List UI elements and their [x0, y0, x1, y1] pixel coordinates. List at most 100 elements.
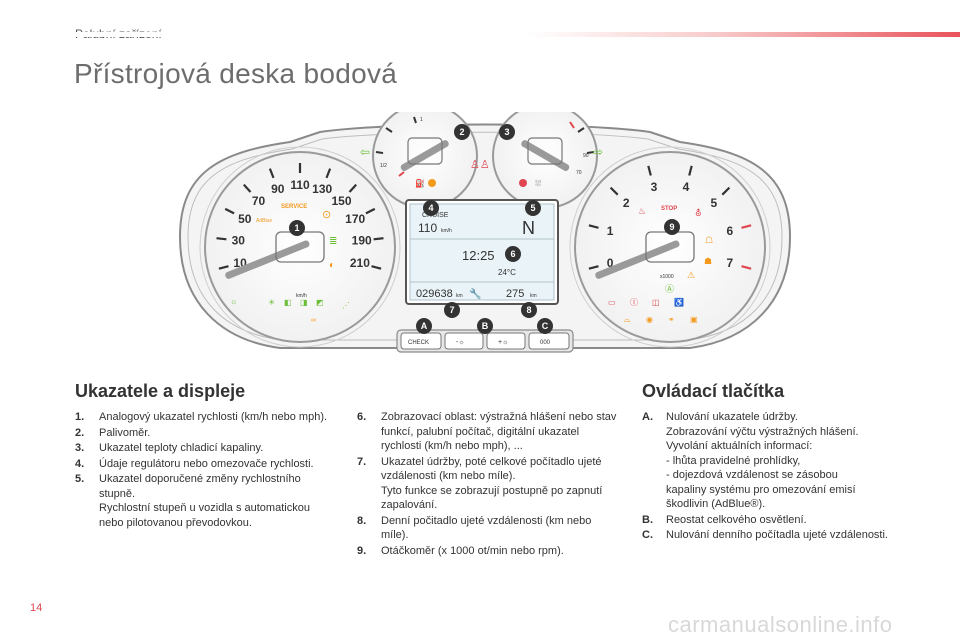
dial-tick-label: 170	[345, 212, 365, 226]
item-number: 7.	[357, 455, 367, 468]
item-number: C.	[642, 529, 653, 541]
svg-text:000: 000	[540, 340, 551, 346]
trip-unit: km	[530, 293, 537, 299]
dial-tick-label: 110	[290, 178, 310, 192]
item-text: Nulování denního počítadla ujeté vzdálen…	[666, 529, 888, 541]
svg-text:♿: ♿	[674, 297, 684, 307]
list-item: 7. Ukazatel údržby, poté celkové počítadl…	[357, 455, 619, 513]
svg-text:◫: ◫	[652, 298, 660, 307]
item-text: Ukazatel údržby, poté celkové počítadlo …	[381, 455, 603, 512]
button-check[interactable]: CHECK	[400, 332, 442, 350]
svg-text:A: A	[421, 321, 428, 331]
dial-tick	[688, 165, 693, 176]
list-item: 6. Zobrazovací oblast: výstražná hlášení …	[357, 410, 619, 454]
fog-light-icon: ◐	[329, 260, 335, 271]
adblue-label: AdBlue	[256, 218, 272, 224]
callout-a: A	[416, 318, 432, 334]
displays-list-col2: 6. Zobrazovací oblast: výstražná hlášení …	[357, 410, 619, 559]
dial-tick-label: 190	[352, 234, 372, 248]
button-reset[interactable]: 000	[528, 332, 570, 350]
dial-tick-label: 50	[238, 212, 252, 226]
controls-list: A.Nulování ukazatele údržby. Zobrazování…	[642, 410, 904, 544]
warning-row-1: ▭ Ⓘ ◫ ♿	[608, 297, 684, 307]
item-number: 6.	[357, 411, 367, 423]
button-dim-up[interactable]: +☼	[486, 332, 526, 350]
svg-text:▣: ▣	[690, 315, 698, 324]
svg-text:+☼: +☼	[498, 339, 509, 346]
list-item: 8. Denní počitadlo ujeté vzdálenosti (km …	[357, 514, 619, 543]
dial-tick	[216, 237, 227, 241]
svg-text:-☼: -☼	[456, 339, 465, 346]
rpm-needle	[595, 240, 680, 279]
dial-tick	[365, 207, 376, 215]
svg-text:▭: ▭	[608, 298, 616, 307]
speed-unit: km/h	[296, 293, 307, 299]
section-title-displays: Ukazatele a displeje	[75, 381, 246, 401]
dial-tick	[588, 224, 599, 229]
turn-right-icon: ⇨	[593, 145, 603, 159]
engine-temp-icon: ⛢	[695, 208, 702, 218]
dial-tick-label: 70	[252, 194, 266, 208]
speed-needle	[225, 240, 310, 279]
svg-text:C: C	[542, 321, 549, 331]
svg-text:Ⓘ: Ⓘ	[630, 298, 638, 307]
list-item: C. Nulování denního počítadla ujeté vzdál…	[642, 528, 904, 543]
dial-tick-label: 1	[607, 224, 614, 238]
item-text: Denní počitadlo ujeté vzdálenosti (km ne…	[381, 514, 592, 542]
list-item: 1.Analogový ukazatel rychlosti (km/h neb…	[75, 410, 330, 425]
dial-tick	[721, 186, 731, 196]
list-item: B.Reostat celkového osvětlení.	[642, 513, 904, 528]
cruise-green-icon: Ⓐ	[665, 284, 674, 294]
list-item: 2.Palivoměr.	[75, 426, 330, 441]
dial-tick-label: 6	[727, 224, 734, 238]
fuel-full-label: 1	[420, 117, 423, 123]
lane-icon: ⋰	[342, 301, 350, 310]
list-item: A.Nulování ukazatele údržby. Zobrazování…	[642, 410, 904, 512]
rpm-unit: x1000	[660, 274, 674, 280]
wrench-icon: 🔧	[469, 287, 481, 300]
svg-text:3: 3	[504, 127, 509, 137]
item-number: 9.	[357, 544, 367, 557]
callout-2: 2	[454, 124, 470, 140]
button-dim-down[interactable]: -☼	[444, 332, 484, 350]
callout-4: 4	[423, 200, 439, 216]
svg-text:CHECK: CHECK	[408, 340, 429, 346]
list-item: 9.Otáčkoměr (x 1000 ot/min nebo rpm).	[357, 544, 619, 559]
temp-90-label: 90	[583, 153, 589, 159]
item-text: Zobrazovací oblast: výstražná hlášení ne…	[381, 411, 617, 452]
callout-9: 9	[664, 219, 680, 235]
item-text: Ukazatel doporučené změny rychlostního s…	[99, 473, 310, 529]
item-text: Nulování ukazatele údržby. Zobrazování v…	[666, 411, 859, 510]
dial-tick-label: 30	[232, 234, 246, 248]
list-item: 3.Ukazatel teploty chladicí kapaliny.	[75, 441, 330, 456]
trip-value: 275	[506, 288, 524, 300]
dial-tick	[741, 224, 752, 229]
fuel-warning-icon	[428, 179, 436, 187]
warning-row-2: ⌓◉⚭▣	[624, 315, 698, 324]
item-number: 2.	[75, 426, 85, 439]
low-beam-icon: ≣	[329, 236, 337, 247]
coolant-icon: ⛆	[535, 179, 542, 188]
svg-text:2: 2	[459, 127, 464, 137]
passenger-airbag-icon: ☗	[704, 256, 712, 266]
dial-tick-label: 4	[683, 180, 690, 194]
svg-text:1: 1	[294, 223, 299, 233]
dial-tick	[242, 183, 252, 193]
item-number: 3.	[75, 442, 85, 454]
svg-text:6: 6	[510, 249, 515, 259]
dial-tick-label: 210	[350, 256, 370, 270]
item-number: 8.	[357, 514, 367, 527]
turn-left-icon: ⇦	[360, 145, 370, 159]
odometer-unit: km	[456, 293, 463, 299]
item-text: Údaje regulátoru nebo omezovače rychlost…	[99, 457, 314, 470]
display-speed-unit: km/h	[441, 228, 452, 234]
item-number: 5.	[75, 473, 85, 485]
item-text: Reostat celkového osvětlení.	[666, 513, 807, 526]
watermark: carmanualsonline.info	[668, 612, 893, 637]
oil-pressure-icon: ♨	[638, 206, 646, 216]
list-item: 5. Ukazatel doporučené změny rychlostního…	[75, 472, 330, 530]
item-text: Analogový ukazatel rychlosti (km/h nebo …	[99, 411, 328, 423]
callout-3: 3	[499, 124, 515, 140]
callout-5: 5	[525, 200, 541, 216]
